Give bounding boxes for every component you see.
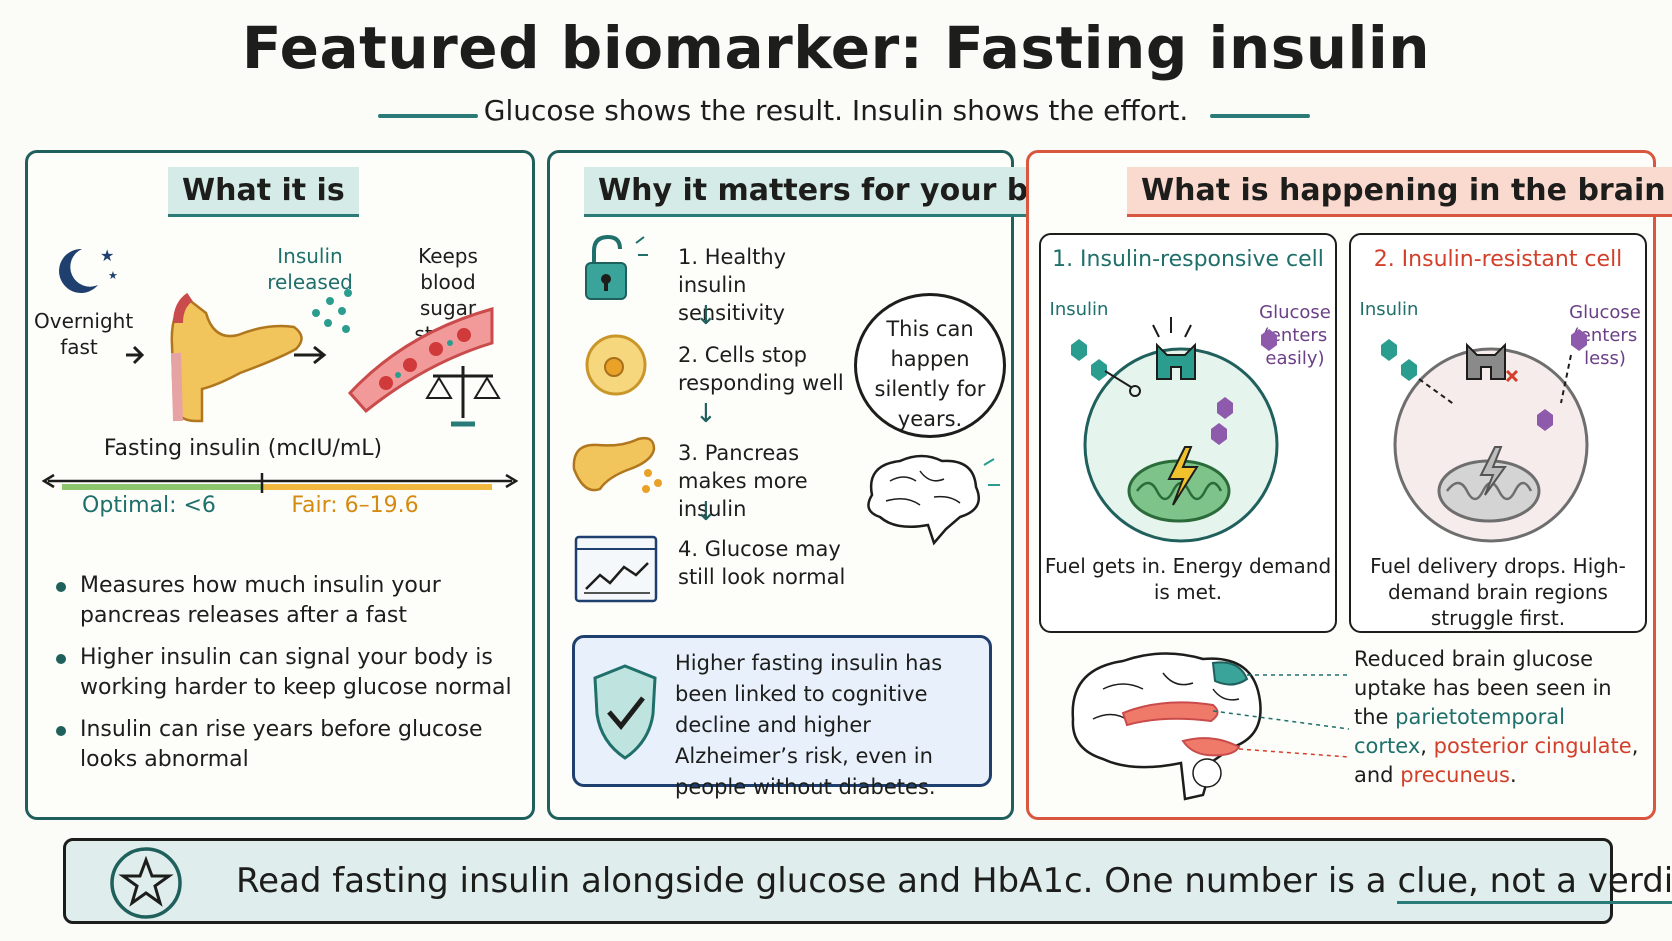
- takeaway-text: Read fasting insulin alongside glucose a…: [236, 861, 1672, 904]
- cell1-insulin-label: Insulin: [1049, 299, 1109, 320]
- healthy-cell-diagram: [1071, 317, 1279, 543]
- cell-icon: [585, 334, 647, 396]
- cell2-title: 2. Insulin-resistant cell: [1373, 247, 1623, 272]
- step-arrow: ↓: [695, 399, 717, 429]
- brain-text-part: .: [1509, 763, 1517, 787]
- speech-bubble: This can happen silently for years.: [854, 293, 1006, 438]
- balance-scale-icon: [425, 366, 501, 427]
- cell1-title: 1. Insulin-responsive cell: [1052, 247, 1324, 272]
- cell2-caption: Fuel delivery drops. High-demand brain r…: [1370, 554, 1626, 630]
- step-arrow: ↓: [695, 497, 717, 527]
- scale-title: Fasting insulin (mcIU/mL): [103, 436, 383, 461]
- step-3: 3. Pancreas makes more insulin: [678, 441, 808, 521]
- insulin-responsive-cell-card: 1. Insulin-responsive cell Insulin Gluco…: [1039, 233, 1337, 633]
- panel-why-it-matters: Why it matters for your brain 1. Healthy…: [547, 150, 1109, 820]
- subtitle-line-left: [378, 114, 478, 118]
- fair-range-label: Fair: 6–19.6: [291, 493, 419, 518]
- cell2-glucose-label: Glucose (enters less): [1569, 302, 1641, 369]
- shield-check-icon: [593, 664, 657, 760]
- panel-title-what-it-is: What it is: [168, 167, 359, 217]
- brain-text-part: , and: [1354, 734, 1639, 787]
- list-item: Higher insulin can signal your body is w…: [50, 643, 520, 703]
- brain-uptake-text: Reduced brain glucose uptake has been se…: [1354, 645, 1644, 790]
- insulin-scale-bar: [41, 473, 519, 493]
- callout-text: Higher fasting insulin has been linked t…: [675, 651, 943, 799]
- subtitle-row: Glucose shows the result. Insulin shows …: [0, 92, 1672, 132]
- list-item: Measures how much insulin your pancreas …: [50, 571, 520, 631]
- optimal-range-label: Optimal: <6: [82, 493, 216, 518]
- brain-text-part: ,: [1420, 734, 1434, 758]
- insulin-released-label: Insulin released: [267, 244, 353, 294]
- moon-stars-icon: ★ ★: [59, 246, 118, 293]
- chart-window-icon: [574, 535, 658, 603]
- region-parietotemporal: parietotemporal cortex: [1354, 705, 1565, 758]
- panel-brain: What is happening in the brain 1. Insuli…: [1026, 150, 1672, 820]
- region-posterior-cingulate: posterior cingulate: [1433, 734, 1632, 758]
- subtitle-line-right: [1210, 114, 1310, 118]
- svg-text:★: ★: [100, 246, 114, 265]
- step-arrow: ↓: [695, 301, 717, 331]
- list-item: Insulin can rise years before glucose lo…: [50, 715, 520, 775]
- cell1-glucose-label: Glucose (enters easily): [1259, 302, 1331, 369]
- takeaway-banner: Read fasting insulin alongside glucose a…: [63, 838, 1672, 924]
- brain-icon: [867, 454, 1000, 546]
- takeaway-text-underlined: clue, not a verdict.: [1397, 861, 1672, 904]
- insulin-dots-icon: [312, 289, 352, 333]
- unlocked-padlock-icon: [585, 234, 648, 300]
- overnight-fast-label: Overnight fast: [34, 309, 134, 359]
- svg-text:★: ★: [108, 269, 118, 282]
- cell2-insulin-label: Insulin: [1359, 299, 1419, 320]
- page-subtitle: Glucose shows the result. Insulin shows …: [483, 94, 1189, 127]
- cell1-caption: Fuel gets in. Energy demand is met.: [1044, 554, 1332, 604]
- step-1: 1. Healthy insulin sensitivity: [678, 245, 787, 325]
- insulin-resistant-cell-card: 2. Insulin-resistant cell Insulin Glucos…: [1349, 233, 1647, 633]
- panel-title-brain: What is happening in the brain: [1127, 167, 1672, 217]
- page-title: Featured biomarker: Fasting insulin: [241, 14, 1431, 82]
- pancreas-small-icon: [572, 436, 662, 493]
- panel-what-it-is: What it is ★ ★ Overnight fast Insulin re…: [25, 150, 535, 820]
- region-precuneus: precuneus: [1400, 763, 1510, 787]
- alzheimers-callout: Higher fasting insulin has been linked t…: [572, 635, 992, 799]
- resistant-cell-diagram: [1381, 329, 1589, 543]
- speech-bubble-text: This can happen silently for years.: [874, 317, 986, 431]
- step-2: 2. Cells stop responding well: [678, 343, 844, 395]
- brain-text-part: Reduced brain glucose uptake has been se…: [1354, 647, 1612, 729]
- panel-title-why-it-matters: Why it matters for your brain: [584, 167, 1109, 217]
- brain-regions-diagram: [1071, 652, 1350, 801]
- takeaway-text-start: Read fasting insulin alongside glucose a…: [236, 861, 1398, 901]
- what-it-is-bullets: Measures how much insulin your pancreas …: [50, 571, 520, 787]
- step-4: 4. Glucose may still look normal: [678, 537, 846, 589]
- blood-vessel-icon: [347, 307, 494, 414]
- star-icon: [110, 847, 182, 919]
- pancreas-icon: [126, 292, 327, 423]
